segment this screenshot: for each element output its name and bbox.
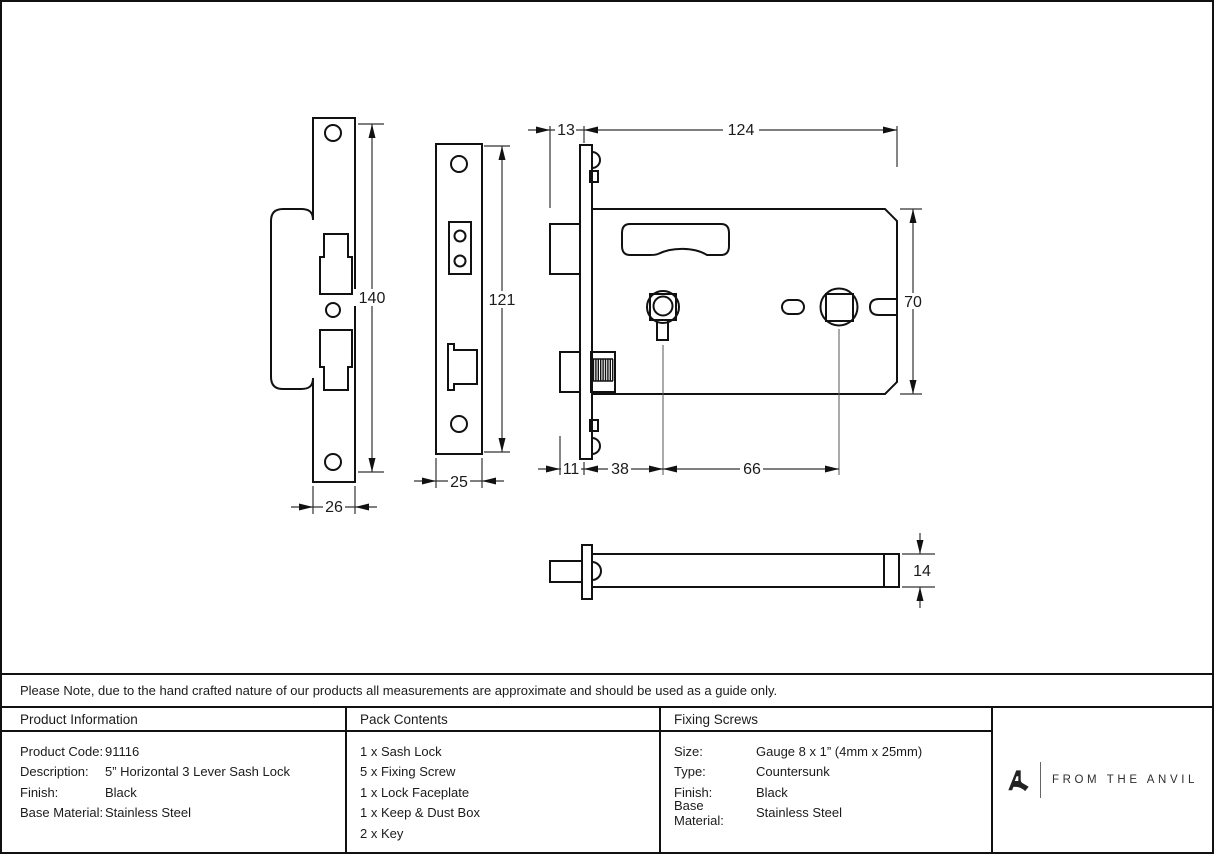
- screw-size-value: Gauge 8 x 1” (4mm x 25mm): [756, 743, 923, 759]
- note-bar: Please Note, due to the hand crafted nat…: [2, 673, 1212, 708]
- faceplate-lug-bottom: [589, 419, 599, 432]
- oval-slot: [781, 299, 805, 315]
- lock-body-drawing: [549, 144, 898, 460]
- faceplate-screw-hole-top: [450, 155, 468, 173]
- spindle-square-hole: [825, 293, 854, 322]
- screw-type-value: Countersunk: [756, 764, 830, 780]
- faceplate-outline: [435, 143, 483, 455]
- screw-finish-row: Finish: Black: [674, 782, 991, 803]
- dim-backset-top: 13: [557, 122, 575, 139]
- side-faceplate: [581, 544, 593, 600]
- base-material-label: Base Material:: [20, 805, 104, 821]
- anvil-a-icon: [1008, 769, 1029, 791]
- keyhole-slot: [656, 320, 669, 341]
- handle-slot: [621, 223, 730, 257]
- dim-faceplate-width: 25: [450, 474, 468, 491]
- logo-text: FROM THE ANVIL: [1051, 774, 1199, 786]
- faceplate-latch-cutout: [447, 343, 478, 391]
- side-bump: [591, 561, 602, 581]
- logo-divider: [1039, 762, 1041, 798]
- description-value: 5” Horizontal 3 Lever Sash Lock: [105, 764, 290, 780]
- keep-drawing: [270, 117, 356, 483]
- dim-keep-height: 140: [359, 290, 386, 307]
- dim-keyhole-to-spindle: 66: [743, 461, 761, 478]
- dim-case-length: 124: [728, 122, 755, 139]
- base-material-value: Stainless Steel: [105, 805, 191, 821]
- faceplate-lug-top: [589, 170, 599, 183]
- description-row: Description: 5” Horizontal 3 Lever Sash …: [20, 762, 345, 783]
- from-the-anvil-logo: FROM THE ANVIL: [1007, 762, 1198, 798]
- finish-row: Finish: Black: [20, 782, 345, 803]
- faceplate-screw-hole-bottom: [450, 415, 468, 433]
- product-code-label: Product Code:: [20, 743, 104, 759]
- spindle-boss: [819, 287, 859, 327]
- pack-item: 1 x Sash Lock: [360, 743, 442, 759]
- faceplate-bump-top: [591, 151, 601, 169]
- pack-contents-column: Pack Contents 1 x Sash Lock 5 x Fixing S…: [347, 708, 661, 852]
- dim-case-thickness: 14: [913, 563, 931, 580]
- product-information-column: Product Information Product Code: 91116 …: [2, 708, 347, 852]
- product-code-value: 91116: [105, 743, 140, 759]
- screw-type-label: Type:: [674, 764, 706, 780]
- dim-case-height: 70: [904, 294, 922, 311]
- faceplate-keyhole-upper: [453, 229, 467, 243]
- fixing-screws-column: Fixing Screws Size: Gauge 8 x 1” (4mm x …: [661, 708, 993, 852]
- spring-box: [590, 351, 616, 393]
- screw-material-value: Stainless Steel: [756, 805, 842, 821]
- lock-case-outline: [591, 208, 898, 395]
- deadbolt-top: [549, 223, 581, 275]
- dim-backset-bottom: 11: [563, 461, 580, 478]
- pack-item: 1 x Keep & Dust Box: [360, 805, 480, 821]
- edge-notch: [868, 298, 897, 316]
- keep-outline: [270, 117, 356, 483]
- side-view-drawing: [549, 544, 900, 600]
- dim-keep-width: 26: [325, 499, 343, 516]
- side-view-dimensions: [902, 533, 935, 608]
- screw-size-row: Size: Gauge 8 x 1” (4mm x 25mm): [674, 741, 991, 762]
- keep-cutout-lower: [319, 329, 353, 391]
- screw-finish-value: Black: [756, 784, 788, 800]
- keep-cutout-upper: [319, 233, 353, 295]
- keep-screw-hole-top: [324, 124, 342, 142]
- faceplate-keyhole-lower: [453, 254, 467, 268]
- base-material-row: Base Material: Stainless Steel: [20, 803, 345, 824]
- product-information-header: Product Information: [2, 708, 345, 732]
- faceplate-drawing: [435, 143, 483, 455]
- keyhole-boss: [646, 290, 680, 324]
- pack-item: 5 x Fixing Screw: [360, 764, 456, 780]
- pack-item: 1 x Lock Faceplate: [360, 784, 470, 800]
- keep-screw-hole-bottom: [324, 453, 342, 471]
- technical-drawing: 140 26 121 25: [270, 117, 935, 608]
- faceplate-escutcheon: [448, 221, 472, 275]
- brand-cell: FROM THE ANVIL: [993, 708, 1212, 852]
- finish-label: Finish:: [20, 784, 59, 800]
- screw-size-label: Size:: [674, 743, 703, 759]
- pack-item: 2 x Key: [360, 825, 404, 841]
- faceplate-bump-bottom: [591, 437, 601, 455]
- keyhole-bore: [652, 295, 674, 317]
- fixing-screws-header: Fixing Screws: [661, 708, 991, 732]
- note-text: Please Note, due to the hand crafted nat…: [20, 683, 778, 698]
- screw-type-row: Type: Countersunk: [674, 762, 991, 783]
- product-code-row: Product Code: 91116: [20, 741, 345, 762]
- faceplate-edge: [579, 144, 593, 460]
- spring-hatching: [592, 358, 614, 382]
- faceplate-dimensions: [414, 145, 510, 488]
- dim-faceplate-to-keyhole: 38: [611, 461, 629, 478]
- side-bolt: [549, 560, 583, 583]
- screw-material-row: Base Material: Stainless Steel: [674, 798, 991, 828]
- latchbolt-bottom: [559, 351, 581, 393]
- description-label: Description:: [20, 764, 89, 780]
- keyhole-plate: [649, 293, 677, 321]
- keep-screw-hole-mid: [325, 302, 341, 318]
- dim-faceplate-height: 121: [489, 292, 516, 309]
- finish-value: Black: [105, 784, 137, 800]
- spec-table: Product Information Product Code: 91116 …: [2, 708, 1212, 852]
- screw-finish-label: Finish:: [674, 784, 713, 800]
- side-case: [591, 553, 900, 588]
- lock-body-dimensions: [528, 126, 922, 475]
- screw-material-label: Base Material:: [674, 797, 724, 828]
- pack-contents-header: Pack Contents: [347, 708, 659, 732]
